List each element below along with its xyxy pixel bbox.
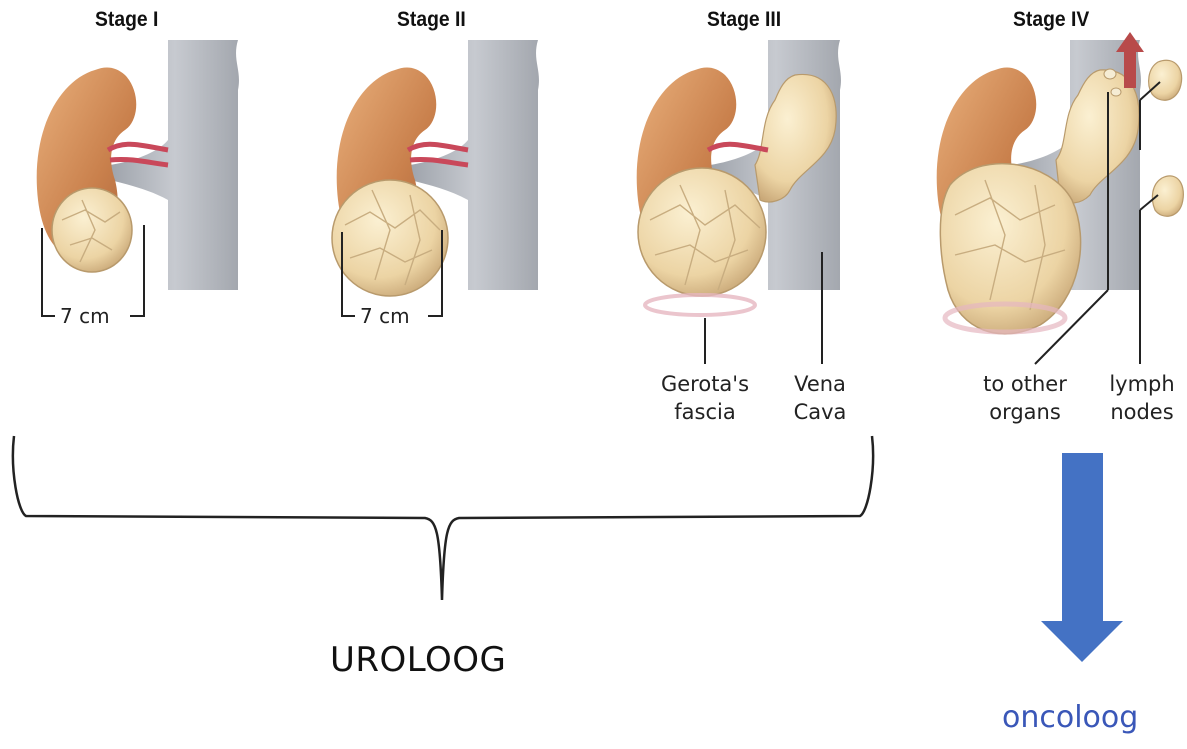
- to-other-organs-label: to other organs: [965, 370, 1085, 426]
- stage-3-illustration: [637, 40, 841, 364]
- gerotas-fascia-label: Gerota's fascia: [645, 370, 765, 426]
- stage-4-illustration: [937, 32, 1184, 364]
- oncoloog-label: oncoloog: [1002, 700, 1138, 735]
- lymph-nodes-label: lymph nodes: [1097, 370, 1187, 426]
- stage-2-illustration: [332, 40, 539, 316]
- stage-1-illustration: [37, 40, 239, 316]
- metastasis-dot-1: [1104, 69, 1116, 79]
- uroloog-label: UROLOOG: [330, 640, 506, 680]
- renal-vessels-3: [708, 144, 768, 150]
- uroloog-brace: [13, 436, 873, 600]
- stage-2-title: Stage II: [397, 8, 466, 32]
- stage-1-title: Stage I: [95, 8, 158, 32]
- tumor-1: [52, 188, 132, 272]
- tumor-2: [332, 180, 448, 296]
- down-arrow-icon: [1041, 453, 1123, 662]
- lymph-node-1: [1149, 60, 1182, 100]
- metastasis-dot-2: [1111, 88, 1121, 96]
- stage-1-size-label: 7 cm: [57, 304, 113, 328]
- gerotas-fascia-3: [645, 295, 755, 315]
- vena-cava-1: [110, 40, 239, 290]
- vena-cava-label: Vena Cava: [775, 370, 865, 426]
- stage-4-title: Stage IV: [1013, 8, 1089, 32]
- stage-2-size-label: 7 cm: [357, 304, 413, 328]
- stage-3-title: Stage III: [707, 8, 781, 32]
- tumor-3: [638, 168, 766, 296]
